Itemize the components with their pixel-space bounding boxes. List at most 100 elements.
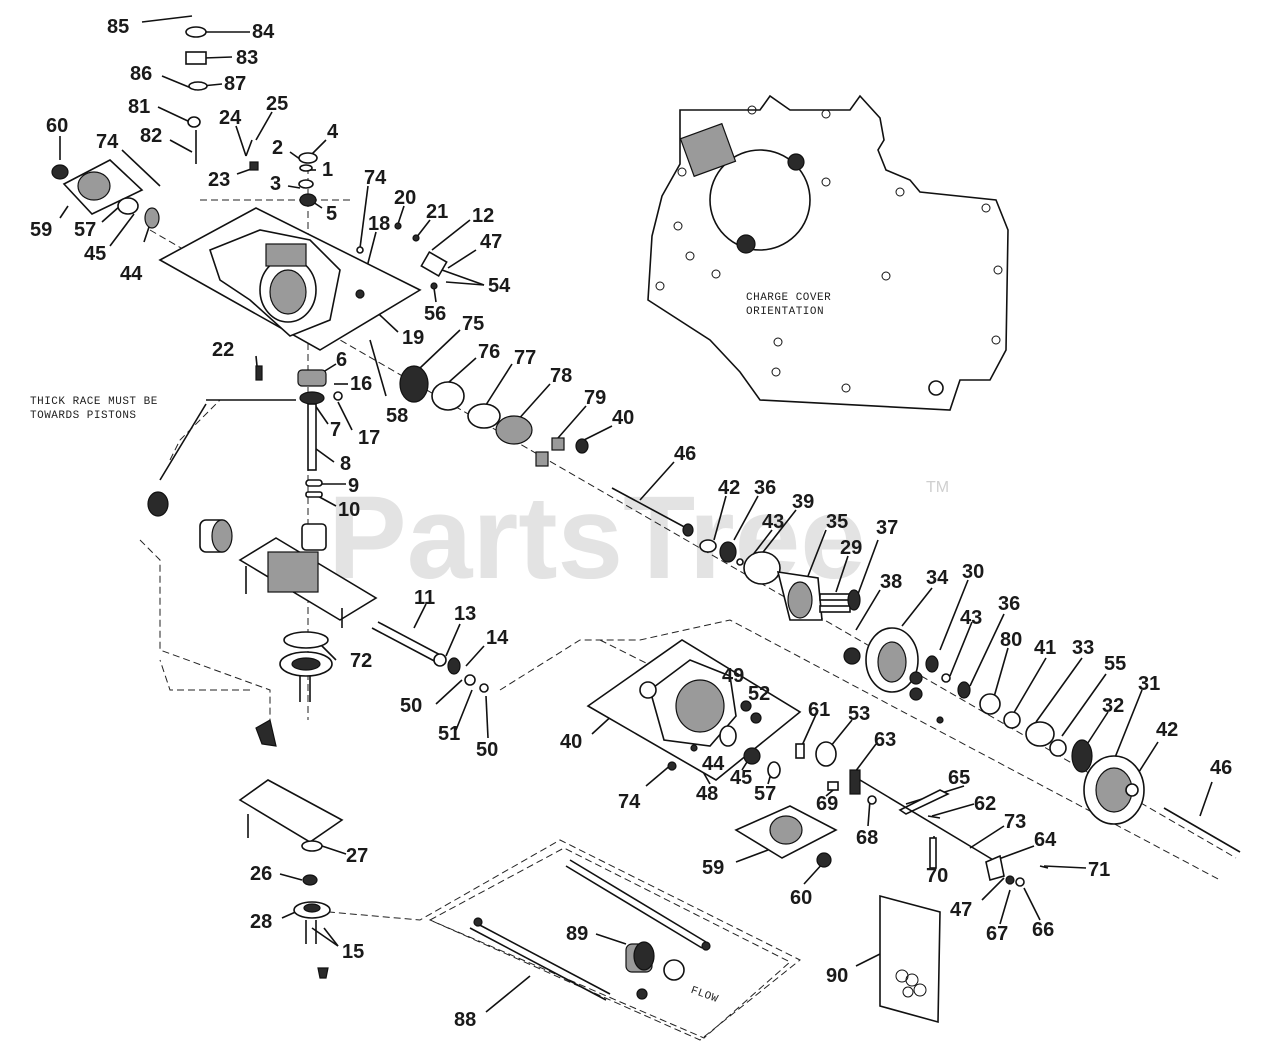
callout-47-top: 47	[480, 231, 502, 253]
callout-56: 56	[424, 303, 446, 325]
callout-74-top: 74	[96, 131, 119, 153]
lower-left-parts	[238, 779, 344, 979]
callout-78: 78	[550, 365, 572, 387]
callout-4: 4	[327, 121, 339, 143]
callout-30: 30	[962, 561, 984, 583]
callout-60-lower: 60	[790, 887, 812, 909]
callout-21: 21	[426, 201, 448, 223]
callout-60-top: 60	[46, 115, 68, 137]
callout-74-lower: 74	[618, 791, 641, 813]
callout-52: 52	[748, 683, 770, 705]
callout-5: 5	[326, 203, 337, 225]
callout-8: 8	[340, 453, 351, 475]
callout-1: 1	[322, 159, 333, 181]
seal-kit	[879, 894, 941, 1024]
callout-70: 70	[926, 865, 948, 887]
callout-63: 63	[874, 729, 896, 751]
callout-36-top: 36	[754, 477, 776, 499]
charge-cover-note-line2: ORIENTATION	[746, 306, 824, 318]
callout-74-mid: 74	[364, 167, 387, 189]
callout-51: 51	[438, 723, 460, 745]
callout-80: 80	[1000, 629, 1022, 651]
callout-81: 81	[128, 96, 150, 118]
callout-48: 48	[696, 783, 718, 805]
callout-14: 14	[486, 627, 509, 649]
bypass-assembly	[428, 847, 791, 1039]
callout-34: 34	[926, 567, 949, 589]
callout-89: 89	[566, 923, 588, 945]
callout-87: 87	[224, 73, 246, 95]
callout-57-lower: 57	[754, 783, 776, 805]
callout-84: 84	[252, 21, 275, 43]
callout-42-right: 42	[1156, 719, 1178, 741]
callout-37: 37	[876, 517, 898, 539]
flow-mark: FLOW	[689, 985, 720, 1006]
callout-58: 58	[386, 405, 408, 427]
callout-6: 6	[336, 349, 347, 371]
callout-38: 38	[880, 571, 902, 593]
callout-50-left: 50	[400, 695, 422, 717]
callout-33: 33	[1072, 637, 1094, 659]
lower-housing	[586, 639, 1049, 887]
callout-18: 18	[368, 213, 390, 235]
callout-22: 22	[212, 339, 234, 361]
watermark: PartsTree	[328, 472, 866, 604]
callout-26: 26	[250, 863, 272, 885]
callout-15: 15	[342, 941, 364, 963]
callout-9: 9	[348, 475, 359, 497]
callout-39: 39	[792, 491, 814, 513]
callout-17: 17	[358, 427, 380, 449]
callout-66: 66	[1032, 919, 1054, 941]
thick-race-note-line1: THICK RACE MUST BE	[30, 396, 158, 408]
callout-82: 82	[140, 125, 162, 147]
callout-24: 24	[219, 107, 242, 129]
callout-43-top: 43	[762, 511, 784, 533]
callout-59-top: 59	[30, 219, 52, 241]
thick-race-note-line2: TOWARDS PISTONS	[30, 410, 137, 422]
callout-54: 54	[488, 275, 511, 297]
callout-90: 90	[826, 965, 848, 987]
callout-59-lower: 59	[702, 857, 724, 879]
callout-labels: 85 84 83 86 87 81 25 24 60 74 82 4 2 1 2…	[30, 16, 1232, 1031]
main-housing	[158, 207, 448, 351]
callout-49: 49	[722, 665, 744, 687]
callout-53: 53	[848, 703, 870, 725]
callout-47-lower: 47	[950, 899, 972, 921]
callout-68: 68	[856, 827, 878, 849]
callout-27: 27	[346, 845, 368, 867]
callout-13: 13	[454, 603, 476, 625]
callout-20: 20	[394, 187, 416, 209]
callout-73: 73	[1004, 811, 1026, 833]
callout-43-right: 43	[960, 607, 982, 629]
callout-7: 7	[330, 419, 341, 441]
callout-12: 12	[472, 205, 494, 227]
callout-65: 65	[948, 767, 970, 789]
callout-44-lower: 44	[702, 753, 725, 775]
callout-23: 23	[208, 169, 230, 191]
callout-11: 11	[414, 587, 435, 609]
callout-42-top: 42	[718, 477, 740, 499]
callout-77: 77	[514, 347, 536, 369]
callout-83: 83	[236, 47, 258, 69]
upper-drive-parts	[399, 365, 1241, 853]
callout-62: 62	[974, 793, 996, 815]
callout-3: 3	[270, 173, 281, 195]
callout-57-top: 57	[74, 219, 96, 241]
center-shaft-parts	[147, 365, 378, 747]
callout-40-top: 40	[612, 407, 634, 429]
callout-40-lower: 40	[560, 731, 582, 753]
callout-10: 10	[338, 499, 360, 521]
mid-shaft-parts	[371, 621, 489, 693]
callout-71: 71	[1088, 859, 1110, 881]
callout-86: 86	[130, 63, 152, 85]
callout-28: 28	[250, 911, 272, 933]
callout-88: 88	[454, 1009, 476, 1031]
charge-cover-plate	[647, 94, 1009, 411]
callout-67: 67	[986, 923, 1008, 945]
callout-31: 31	[1138, 673, 1160, 695]
callout-79: 79	[584, 387, 606, 409]
callout-46-right: 46	[1210, 757, 1232, 779]
callout-41: 41	[1034, 637, 1056, 659]
callout-50-right: 50	[476, 739, 498, 761]
